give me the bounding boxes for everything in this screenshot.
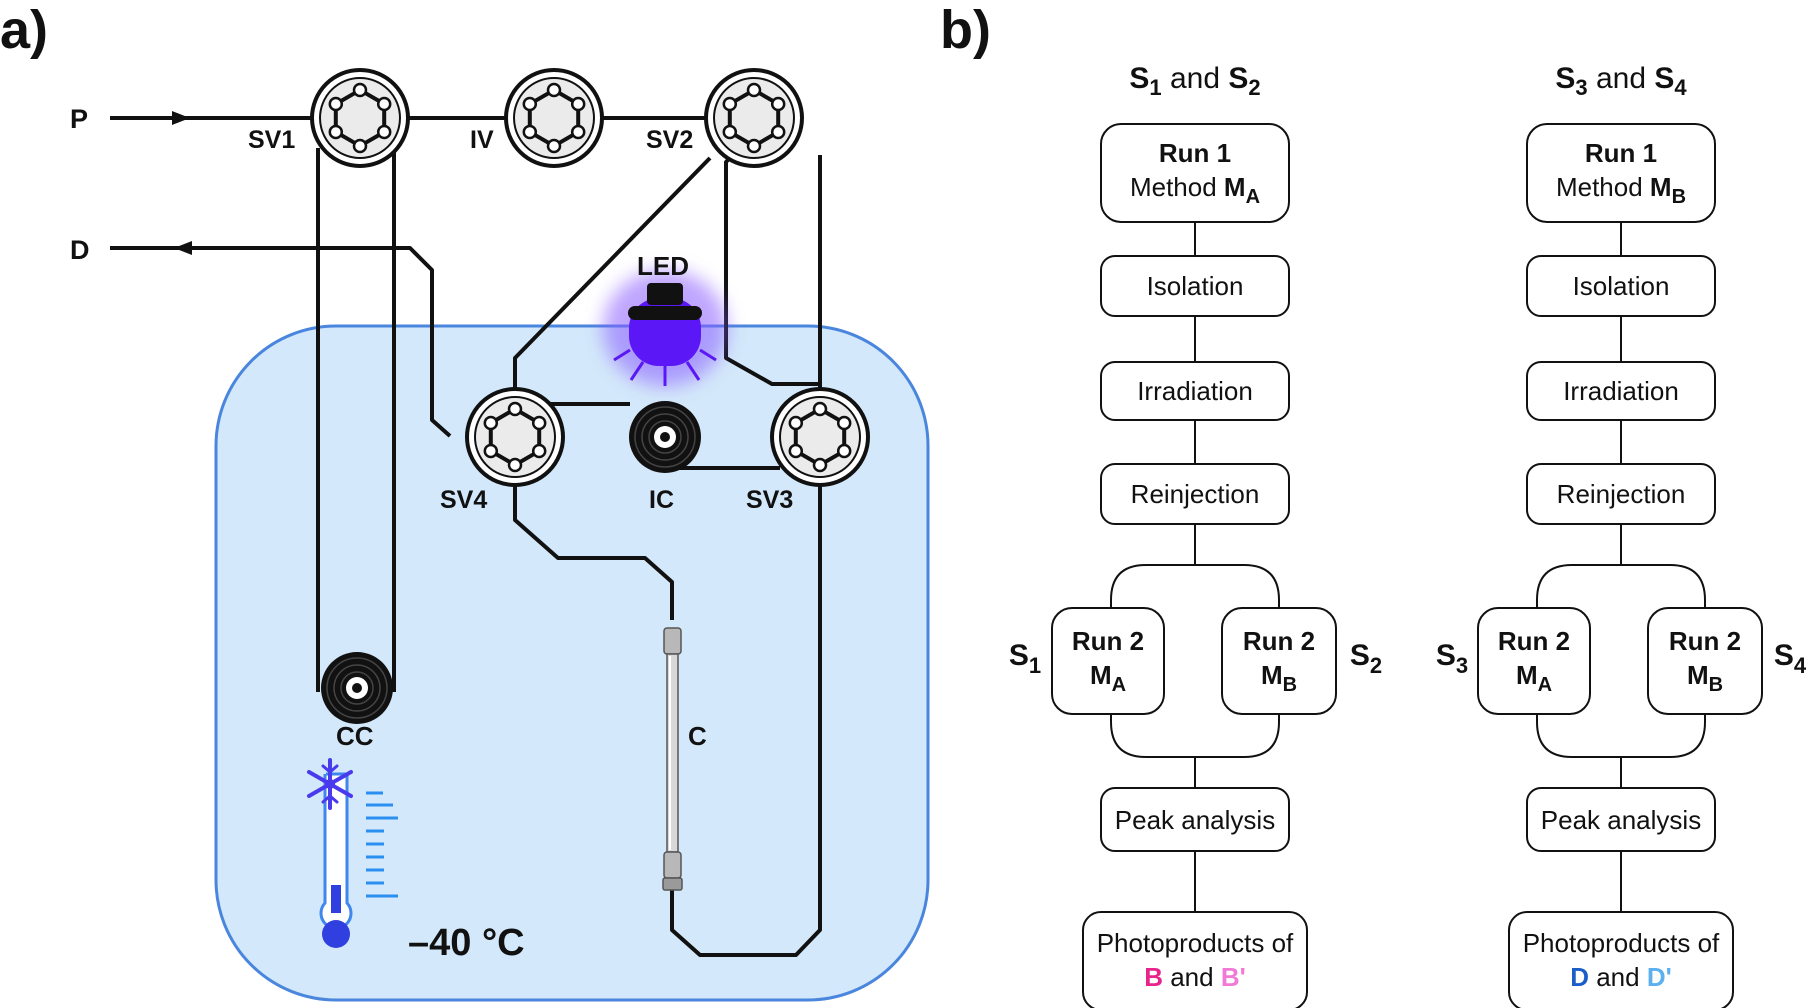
- flow1-run2-left-line1: Run 2: [1072, 626, 1144, 656]
- flow1-run2-left-line2: MA: [1090, 660, 1126, 696]
- flow2-photoproducts-box[interactable]: [1508, 911, 1734, 1008]
- panel-b: b) S1 and S2 Run 1 Method MA Isolation I…: [940, 0, 1807, 1008]
- flow2-peak-box[interactable]: [1526, 787, 1716, 852]
- valve-label-sv3: SV3: [746, 486, 793, 514]
- flow2-isolation-label: Isolation: [1573, 271, 1670, 301]
- flow2-reinjection-box[interactable]: [1526, 463, 1716, 525]
- valve-sv3[interactable]: [770, 387, 870, 487]
- flow1-left-tag: S1: [1009, 639, 1041, 678]
- flow-s3-s4: S3 and S4 Run 1 Method MB Isolation Irra…: [1436, 62, 1807, 1008]
- coil-label-cc: CC: [336, 721, 374, 751]
- flow1-photoproducts-line1: Photoproducts of: [1097, 928, 1294, 958]
- flow1-run1-line2: Method MA: [1130, 172, 1260, 208]
- flow1-photoproducts-line2: B and B': [1144, 962, 1246, 992]
- valve-sv4[interactable]: [465, 387, 565, 487]
- flow2-left-tag: S3: [1436, 639, 1468, 678]
- flow1-peak-label: Peak analysis: [1115, 805, 1275, 835]
- inlet-arrow-icon: [172, 111, 190, 125]
- flow1-isolation-box[interactable]: [1100, 255, 1290, 317]
- flow2-run1-line1: Run 1: [1585, 138, 1657, 168]
- flow2-run2-right-line1: Run 2: [1669, 626, 1741, 656]
- valve-sv2[interactable]: [704, 68, 804, 168]
- flow1-irradiation-label: Irradiation: [1137, 376, 1253, 406]
- flow1-run2-right-line1: Run 2: [1243, 626, 1315, 656]
- valve-sv1[interactable]: [310, 68, 410, 168]
- flow2-run2-left-line1: Run 2: [1498, 626, 1570, 656]
- flow2-isolation-box[interactable]: [1526, 255, 1716, 317]
- flow2-run2-right-box[interactable]: [1647, 607, 1763, 715]
- flow2-run1-box[interactable]: [1526, 123, 1716, 223]
- coil-cc: [320, 651, 394, 725]
- flow1-photoproducts-box[interactable]: [1082, 911, 1308, 1008]
- flow2-heading: S3 and S4: [1555, 62, 1687, 100]
- flow2-irradiation-box[interactable]: [1526, 361, 1716, 421]
- flow2-peak-label: Peak analysis: [1541, 805, 1701, 835]
- thermometer-icon: [319, 772, 398, 948]
- flow2-right-tag: S4: [1774, 639, 1807, 678]
- flow1-reinjection-box[interactable]: [1100, 463, 1290, 525]
- temperature-label: –40 °C: [408, 922, 525, 964]
- flow1-run2-right-line2: MB: [1261, 660, 1297, 696]
- coil-label-ic: IC: [649, 486, 674, 514]
- flow2-run2-right-line2: MB: [1687, 660, 1723, 696]
- led-label: LED: [637, 251, 689, 281]
- flow2-run2-left-line2: MA: [1516, 660, 1552, 696]
- valve-label-iv: IV: [470, 126, 494, 154]
- valve-label-sv4: SV4: [440, 486, 487, 514]
- valve-iv[interactable]: [504, 68, 604, 168]
- flow1-run2-right-box[interactable]: [1221, 607, 1337, 715]
- flow1-reinjection-label: Reinjection: [1131, 479, 1260, 509]
- column-label-c: C: [688, 721, 707, 751]
- flow2-reinjection-label: Reinjection: [1557, 479, 1686, 509]
- drain-label-d: D: [70, 235, 90, 265]
- flow2-irradiation-label: Irradiation: [1563, 376, 1679, 406]
- column: [662, 627, 683, 891]
- flow-s1-s2: S1 and S2 Run 1 Method MA Isolation Irra…: [1009, 62, 1382, 1008]
- valve-label-sv1: SV1: [248, 126, 295, 154]
- panel-a-label: a): [0, 0, 48, 60]
- flow2-run2-left-box[interactable]: [1477, 607, 1591, 715]
- drain-arrow-icon: [174, 241, 192, 255]
- panel-b-label: b): [940, 0, 991, 60]
- flow2-photoproducts-line2: D and D': [1570, 962, 1672, 992]
- flow1-run1-line1: Run 1: [1159, 138, 1231, 168]
- flow1-heading: S1 and S2: [1129, 62, 1260, 100]
- flow2-run1-line2: Method MB: [1556, 172, 1686, 208]
- panel-a: a): [0, 0, 930, 1002]
- led-icon: [603, 270, 727, 386]
- flow1-peak-box[interactable]: [1100, 787, 1290, 852]
- flow2-photoproducts-line1: Photoproducts of: [1523, 928, 1720, 958]
- flow1-irradiation-box[interactable]: [1100, 361, 1290, 421]
- flow1-run1-box[interactable]: [1100, 123, 1290, 223]
- flow1-run2-left-box[interactable]: [1051, 607, 1165, 715]
- flow1-right-tag: S2: [1350, 639, 1382, 678]
- inlet-label-p: P: [70, 104, 88, 134]
- flow1-isolation-label: Isolation: [1147, 271, 1244, 301]
- valve-label-sv2: SV2: [646, 126, 693, 154]
- snowflake-icon: [307, 758, 353, 810]
- coil-ic: [628, 400, 702, 474]
